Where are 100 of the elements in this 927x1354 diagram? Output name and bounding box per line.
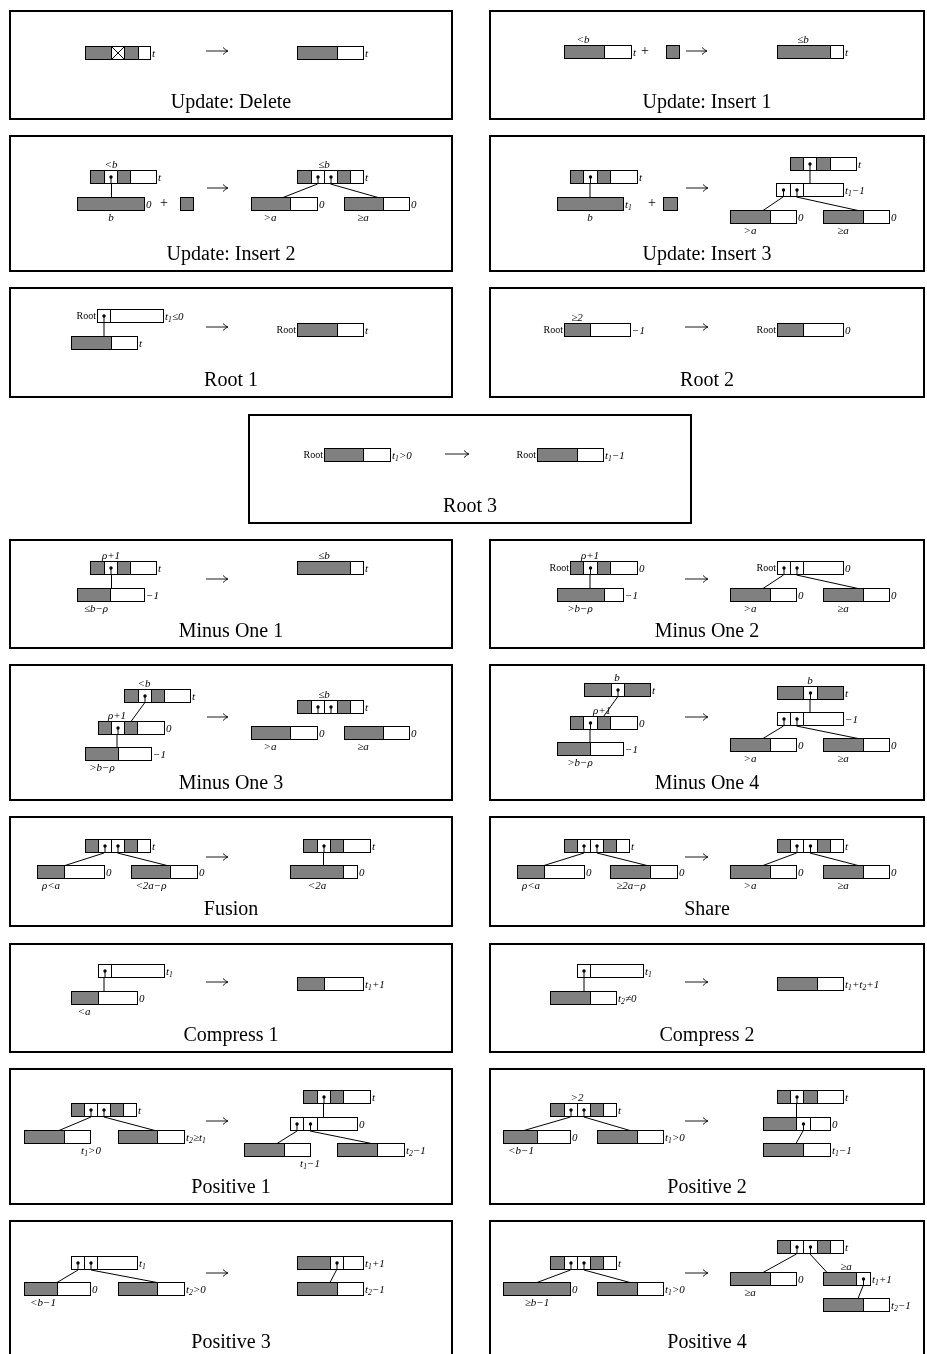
panel-title: Update: Delete	[170, 90, 292, 112]
node-label: −1	[153, 746, 166, 761]
tree-node-bar	[85, 46, 151, 60]
node-label: ρ+1	[107, 708, 127, 722]
node-label: t	[845, 1239, 849, 1254]
panel-title: Minus One 3	[178, 771, 284, 793]
tree-node-bar	[180, 197, 194, 211]
tree-node-bar	[98, 721, 165, 735]
tree-edge	[589, 729, 591, 743]
tree-edge	[116, 734, 118, 748]
tree-edge	[329, 1269, 337, 1283]
rule-panel	[489, 10, 925, 120]
tree-node-bar	[71, 991, 138, 1005]
panel-title: Positive 2	[667, 1175, 747, 1197]
tree-node-bar	[730, 210, 797, 224]
tree-node-bar	[517, 865, 585, 879]
node-label: −1	[625, 741, 638, 756]
tree-edge	[103, 977, 105, 992]
tree-node-bar	[251, 197, 318, 211]
tree-node-bar	[98, 964, 165, 978]
node-label: 0	[92, 1281, 98, 1296]
node-label: 0	[586, 864, 592, 879]
node-label: ≥a	[837, 751, 849, 765]
node-label: t	[372, 1089, 376, 1104]
tree-node-bar	[666, 45, 680, 59]
node-label: >a	[263, 210, 277, 224]
node-label: t$_{2}$−1	[891, 1297, 911, 1312]
node-label: <2a−ρ	[135, 878, 167, 892]
tree-node-bar	[124, 689, 191, 703]
tree-edge	[103, 322, 105, 337]
node-label: >b−ρ	[567, 601, 593, 615]
tree-node-bar	[777, 977, 844, 991]
tree-node-bar	[297, 700, 364, 714]
node-label: >b−ρ	[89, 760, 115, 774]
panel-title: Minus One 1	[178, 619, 284, 641]
tree-node-bar	[297, 1282, 364, 1296]
node-label: t	[365, 45, 369, 60]
node-label: t$_{1}$−1	[605, 447, 625, 462]
tree-node-bar	[823, 588, 890, 602]
tree-node-bar	[763, 1117, 831, 1131]
node-label: t	[152, 45, 156, 60]
node-label: t$_{1}$−1	[845, 182, 865, 197]
tree-node-bar	[550, 1103, 617, 1117]
tree-node-bar	[564, 839, 630, 853]
tree-node-bar	[777, 1090, 844, 1104]
tree-node-bar	[24, 1130, 91, 1144]
tree-node-bar	[324, 448, 391, 462]
node-label: Root	[756, 323, 776, 337]
node-label: ≤b−ρ	[83, 601, 109, 615]
tree-node-bar	[730, 865, 797, 879]
tree-node-bar	[776, 183, 844, 197]
tree-node-bar	[730, 738, 797, 752]
tree-node-bar	[118, 1130, 185, 1144]
node-label: 0	[572, 1129, 578, 1144]
node-label: 0	[319, 725, 325, 740]
node-label: b	[614, 670, 620, 684]
node-label: t$_{1}$>0	[81, 1143, 101, 1157]
node-label: t$_{1}$>0	[392, 447, 412, 462]
panel-title: Update: Insert 1	[642, 90, 772, 112]
node-label: t	[845, 1089, 849, 1104]
node-label: ≤b	[318, 157, 330, 171]
node-label: t$_{2}$≥t$_{1}$	[186, 1129, 206, 1144]
node-label: 0	[845, 560, 851, 575]
node-label: 0	[146, 196, 152, 211]
tree-node-bar	[777, 712, 844, 726]
tree-node-bar	[610, 865, 678, 879]
rule-panel	[489, 943, 925, 1053]
node-label: t	[845, 685, 849, 700]
tree-edge	[583, 1116, 631, 1131]
node-label: ρ+1	[101, 548, 121, 562]
node-label: 0	[106, 864, 112, 879]
panel-title: Positive 4	[667, 1330, 747, 1352]
node-label: Root	[276, 323, 296, 337]
tree-edge	[323, 852, 324, 866]
node-label: t$_{2}$−1	[365, 1281, 385, 1296]
node-label: ≥a	[837, 601, 849, 615]
tree-edge	[796, 574, 859, 589]
node-label: t$_{2}$−1	[406, 1142, 426, 1157]
tree-node-bar	[597, 1130, 664, 1144]
plus-sign: +	[648, 196, 656, 210]
node-label: 0	[359, 1116, 365, 1131]
tree-edge	[117, 852, 168, 866]
node-label: t	[652, 682, 656, 697]
node-label: ρ+1	[592, 703, 612, 717]
rule-panel	[489, 135, 925, 272]
node-label: t	[845, 838, 849, 853]
tree-node-bar	[71, 336, 138, 350]
tree-edge	[523, 1116, 571, 1131]
node-label: ρ<a	[521, 878, 541, 892]
node-label: t	[631, 838, 635, 853]
plus-sign: +	[641, 44, 649, 58]
rule-panel	[489, 539, 925, 649]
node-label: >b−ρ	[567, 755, 593, 769]
node-label: ≥2a−ρ	[616, 878, 646, 892]
tree-edge	[762, 725, 784, 739]
node-label: >a	[743, 751, 757, 765]
tree-node-bar	[290, 865, 358, 879]
rule-panel	[489, 664, 925, 801]
tree-node-bar	[663, 197, 678, 211]
rule-panel	[9, 1220, 453, 1354]
